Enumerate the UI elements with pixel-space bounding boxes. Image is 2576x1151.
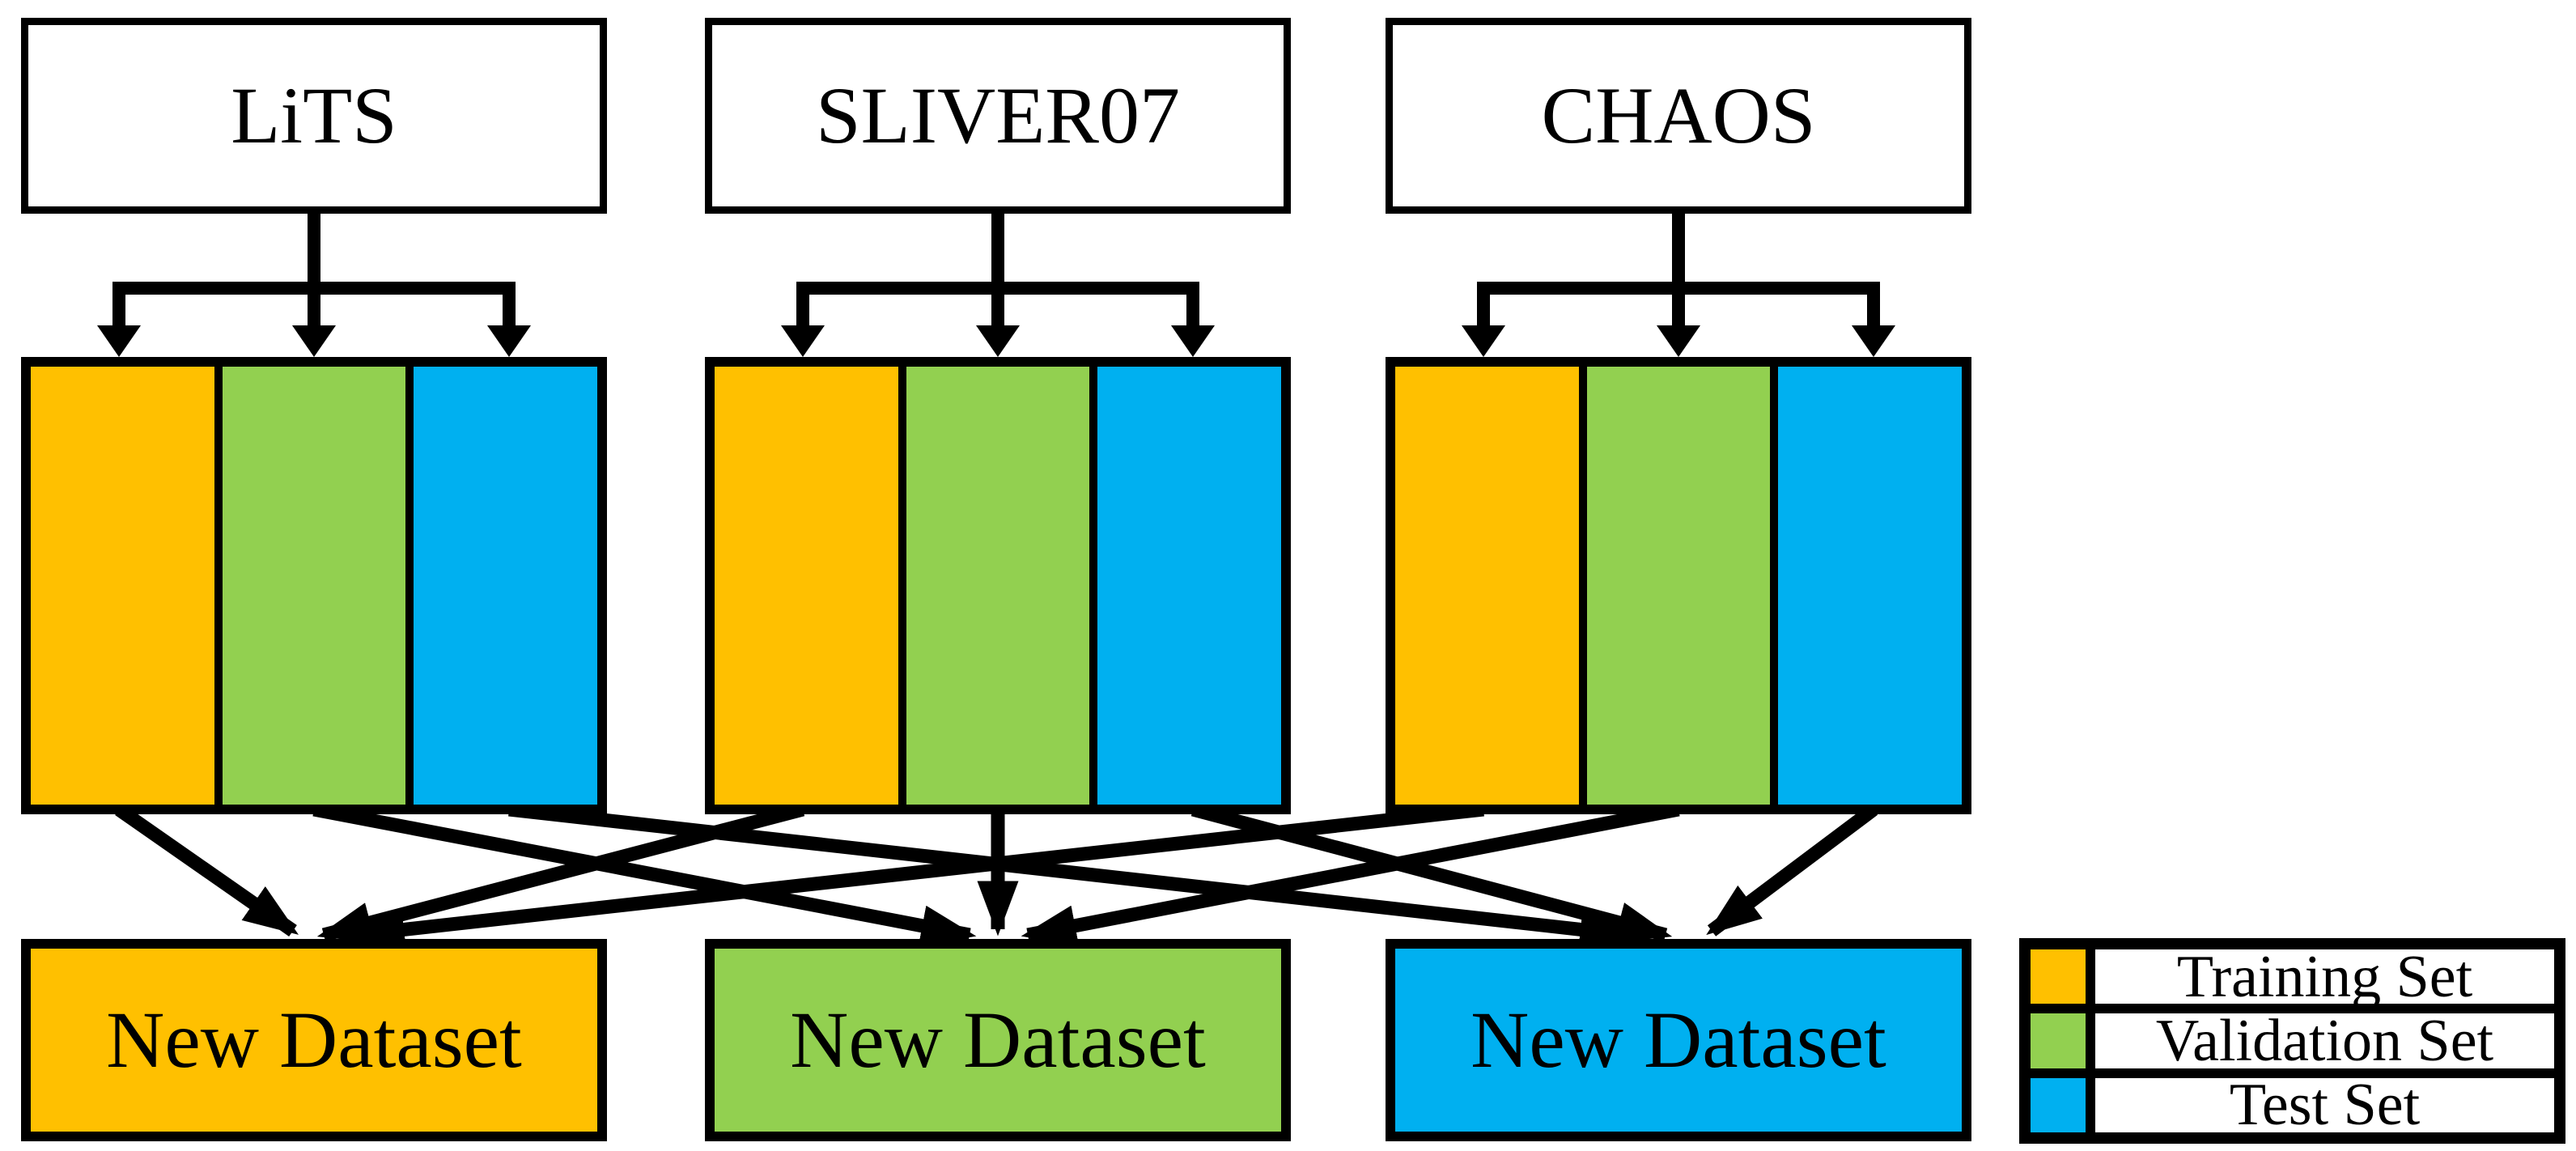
arrowhead xyxy=(1657,325,1700,357)
arrowhead xyxy=(1852,325,1895,357)
split-cell-sliver07-test xyxy=(1089,367,1282,805)
legend-row-test: Test Set xyxy=(2031,1068,2554,1139)
arrowhead xyxy=(1462,325,1505,357)
legend-label-training: Training Set xyxy=(2086,943,2554,1010)
split-cell-sliver07-validation xyxy=(898,367,1090,805)
split-box-chaos xyxy=(1386,357,1971,814)
arrow-lits-training-to-new1 xyxy=(115,804,299,937)
output-box-new-dataset-training: New Dataset xyxy=(21,939,607,1141)
split-tree-sliver07 xyxy=(781,209,1215,357)
arrowhead xyxy=(781,325,825,357)
source-label-chaos: CHAOS xyxy=(1541,70,1816,160)
arrowhead xyxy=(292,325,336,357)
legend-row-training: Training Set xyxy=(2031,943,2554,1010)
source-label-sliver07: SLIVER07 xyxy=(816,70,1180,160)
legend-swatch-test xyxy=(2031,1077,2086,1132)
split-cell-chaos-test xyxy=(1770,367,1963,805)
split-tree-chaos xyxy=(1462,209,1895,357)
arrowhead xyxy=(976,325,1020,357)
output-label: New Dataset xyxy=(106,995,522,1085)
arrowhead xyxy=(1171,325,1215,357)
legend-swatch-training xyxy=(2031,949,2086,1004)
legend-text-training: Training Set xyxy=(2176,943,2473,1010)
source-label-lits: LiTS xyxy=(231,70,397,160)
arrow-lits-validation-to-new2 xyxy=(312,802,977,946)
arrow-chaos-test-to-new3 xyxy=(1706,804,1878,937)
legend-swatch-validation xyxy=(2031,1013,2086,1068)
arrow-chaos-training-to-new1 xyxy=(349,802,1484,950)
source-box-sliver07: SLIVER07 xyxy=(705,18,1291,214)
output-box-new-dataset-validation: New Dataset xyxy=(705,939,1291,1141)
split-cell-chaos-validation xyxy=(1578,367,1771,805)
legend-row-validation: Validation Set xyxy=(2031,1004,2554,1074)
arrow-chaos-validation-to-new2 xyxy=(1021,802,1680,946)
source-box-lits: LiTS xyxy=(21,18,607,214)
split-cell-chaos-training xyxy=(1395,367,1579,805)
legend-text-validation: Validation Set xyxy=(2155,1008,2494,1074)
split-cell-lits-validation xyxy=(214,367,406,805)
arrowhead xyxy=(487,325,531,357)
split-tree-lits xyxy=(97,209,531,357)
output-box-new-dataset-test: New Dataset xyxy=(1386,939,1971,1141)
split-cell-lits-test xyxy=(405,367,598,805)
split-cell-lits-training xyxy=(31,367,214,805)
arrowhead xyxy=(97,325,141,357)
output-label: New Dataset xyxy=(1470,995,1886,1085)
legend-text-test: Test Set xyxy=(2229,1072,2421,1139)
split-box-lits xyxy=(21,357,607,814)
source-box-chaos: CHAOS xyxy=(1386,18,1971,214)
split-cell-sliver07-training xyxy=(715,367,898,805)
split-box-sliver07 xyxy=(705,357,1291,814)
legend: Training Set Validation Set Test Set xyxy=(2019,938,2565,1144)
legend-label-validation: Validation Set xyxy=(2086,1008,2554,1074)
recombination-arrows xyxy=(115,802,1878,950)
legend-label-test: Test Set xyxy=(2086,1072,2554,1139)
output-label: New Dataset xyxy=(790,995,1206,1085)
arrow-lits-test-to-new3 xyxy=(508,802,1636,950)
